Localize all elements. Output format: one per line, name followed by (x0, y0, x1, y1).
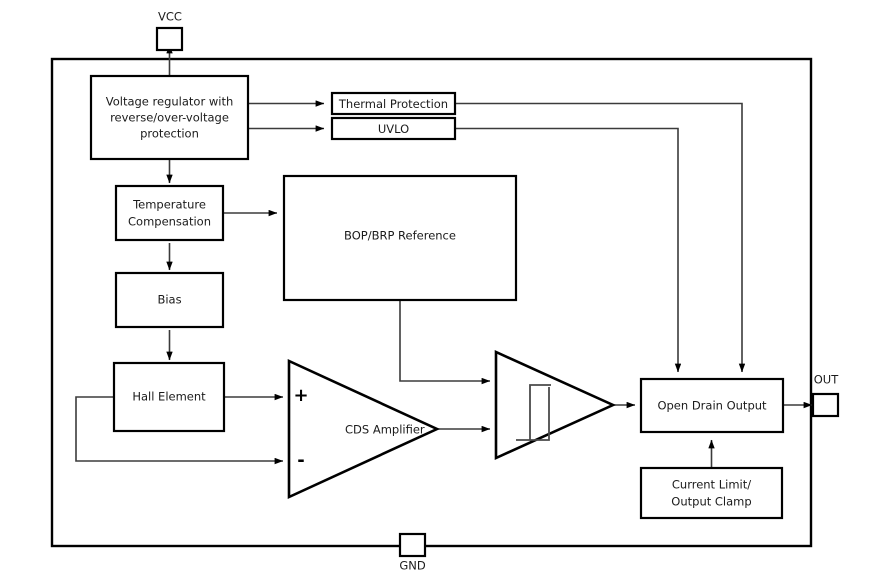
block-voltage-regulator-label-line1: Voltage regulator with (106, 95, 234, 109)
block-bias-box (114, 271, 225, 329)
block-open-drain-output-box (639, 377, 785, 434)
cds-amplifier-plus-sign: + (293, 385, 308, 406)
block-voltage-regulator-box (89, 74, 250, 161)
hysteresis-icon (516, 384, 551, 441)
pin-pad-vcc[interactable] (155, 26, 184, 52)
block-cds-amplifier[interactable]: + - CDS Amplifier (287, 358, 441, 500)
block-current-limit-output-clamp-label-line1: Current Limit/ (672, 478, 751, 492)
block-cds-amplifier-triangle (287, 358, 441, 500)
block-temperature-compensation[interactable]: Temperature Compensation (114, 184, 225, 242)
block-current-limit-output-clamp[interactable]: Current Limit/ Output Clamp (639, 466, 784, 520)
pin-pad-out[interactable] (811, 392, 840, 418)
block-hall-element[interactable]: Hall Element (112, 361, 226, 433)
block-temperature-compensation-box (114, 184, 225, 242)
block-voltage-regulator-label-line3: protection (140, 127, 199, 141)
block-comparator[interactable] (494, 349, 617, 461)
wire-thermal-to-opendrain (455, 102, 746, 373)
block-bop-brp-reference-box (282, 174, 518, 302)
pin-pad-gnd[interactable] (398, 532, 427, 558)
block-comparator-triangle (494, 349, 617, 461)
block-bias-label: Bias (157, 293, 181, 307)
wire-bopbrp-to-comparator (399, 300, 491, 385)
hysteresis-icon-part2 (530, 387, 550, 441)
wire-uvlo-to-opendrain (455, 127, 682, 373)
pin-label-out: OUT (814, 373, 839, 387)
block-temperature-compensation-label-line2: Compensation (128, 215, 211, 229)
block-uvlo[interactable]: UVLO (330, 116, 457, 141)
block-uvlo-box (330, 116, 457, 141)
block-bias[interactable]: Bias (114, 271, 225, 329)
block-cds-amplifier-label: CDS Amplifier (345, 423, 425, 437)
block-current-limit-output-clamp-box (639, 466, 784, 520)
wire-hall-to-cds-minus (75, 396, 284, 465)
block-open-drain-output[interactable]: Open Drain Output (639, 377, 785, 434)
block-voltage-regulator[interactable]: Voltage regulator with reverse/over-volt… (89, 74, 250, 161)
block-bop-brp-reference-label: BOP/BRP Reference (344, 229, 456, 243)
block-temperature-compensation-label-line1: Temperature (132, 198, 206, 212)
block-thermal-protection-box (330, 91, 457, 116)
block-thermal-protection[interactable]: Thermal Protection (330, 91, 457, 116)
block-uvlo-label: UVLO (378, 122, 409, 136)
block-open-drain-output-label: Open Drain Output (657, 399, 767, 413)
block-current-limit-output-clamp-label-line2: Output Clamp (671, 495, 751, 509)
block-hall-element-box (112, 361, 226, 433)
block-voltage-regulator-label-line2: reverse/over-voltage (110, 111, 229, 125)
pin-label-gnd: GND (399, 559, 426, 573)
pin-layer: VCC GND OUT (155, 10, 840, 573)
block-bop-brp-reference[interactable]: BOP/BRP Reference (282, 174, 518, 302)
block-thermal-protection-label: Thermal Protection (338, 97, 448, 111)
cds-amplifier-minus-sign: - (297, 450, 304, 471)
pin-label-vcc: VCC (158, 10, 182, 24)
block-hall-element-label: Hall Element (132, 390, 206, 404)
